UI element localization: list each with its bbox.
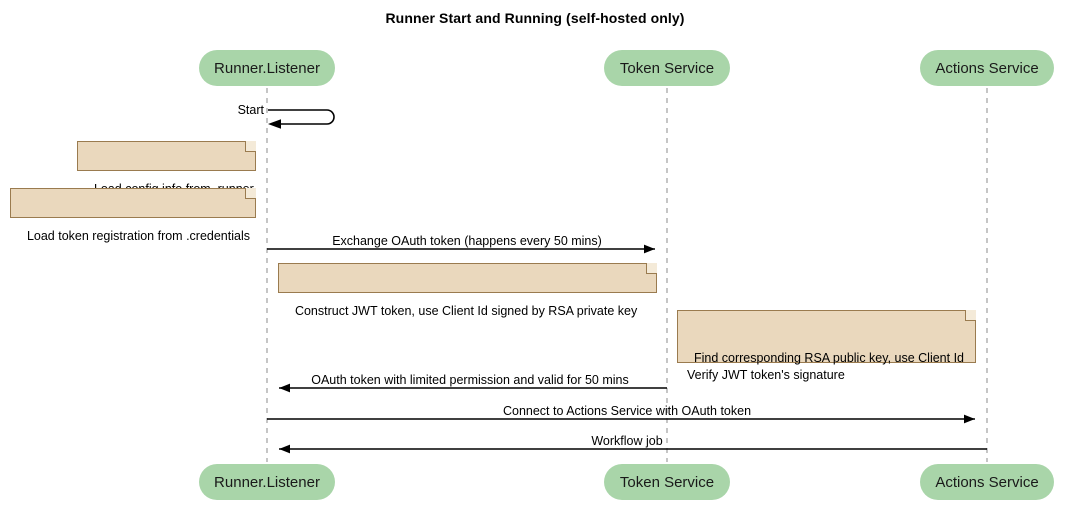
note-load-token-registration-text: Load token registration from .credential…: [26, 229, 250, 243]
participant-runner-bottom[interactable]: Runner.Listener: [199, 464, 335, 500]
note-fold-corner-icon: [245, 188, 256, 199]
note-fold-corner-icon: [646, 263, 657, 274]
message-start-arrow: [268, 109, 335, 129]
lifelines: [266, 88, 988, 462]
message-label-connect-actions-service: Connect to Actions Service with OAuth to…: [502, 404, 752, 418]
note-load-config: Load config info from .runner: [77, 141, 256, 196]
participant-token-bottom[interactable]: Token Service: [604, 464, 730, 500]
participant-actions-bottom[interactable]: Actions Service: [920, 464, 1054, 500]
participant-actions-top[interactable]: Actions Service: [920, 50, 1054, 86]
message-label-oauth-token-reply: OAuth token with limited permission and …: [311, 373, 629, 387]
participant-token-top[interactable]: Token Service: [604, 50, 730, 86]
note-load-token-registration: Load token registration from .credential…: [10, 188, 256, 243]
note-construct-jwt-text: Construct JWT token, use Client Id signe…: [294, 304, 638, 318]
participant-token-bottom-label: Token Service: [619, 473, 715, 491]
participant-token-top-label: Token Service: [619, 59, 715, 77]
participant-runner-bottom-label: Runner.Listener: [214, 473, 320, 491]
message-label-start: Start: [237, 103, 264, 117]
note-construct-jwt: Construct JWT token, use Client Id signe…: [278, 263, 657, 318]
note-fold-corner-icon: [965, 310, 976, 321]
page-title: Runner Start and Running (self-hosted on…: [385, 10, 685, 26]
note-verify-jwt-text: Find corresponding RSA public key, use C…: [687, 351, 965, 382]
message-label-workflow-job: Workflow job: [591, 434, 663, 448]
note-verify-jwt: Find corresponding RSA public key, use C…: [677, 310, 976, 382]
participant-runner-top[interactable]: Runner.Listener: [199, 50, 335, 86]
participant-actions-bottom-label: Actions Service: [935, 473, 1039, 491]
participant-runner-top-label: Runner.Listener: [214, 59, 320, 77]
note-fold-corner-icon: [245, 141, 256, 152]
participant-actions-top-label: Actions Service: [935, 59, 1039, 77]
message-label-exchange-oauth-token: Exchange OAuth token (happens every 50 m…: [332, 234, 602, 248]
